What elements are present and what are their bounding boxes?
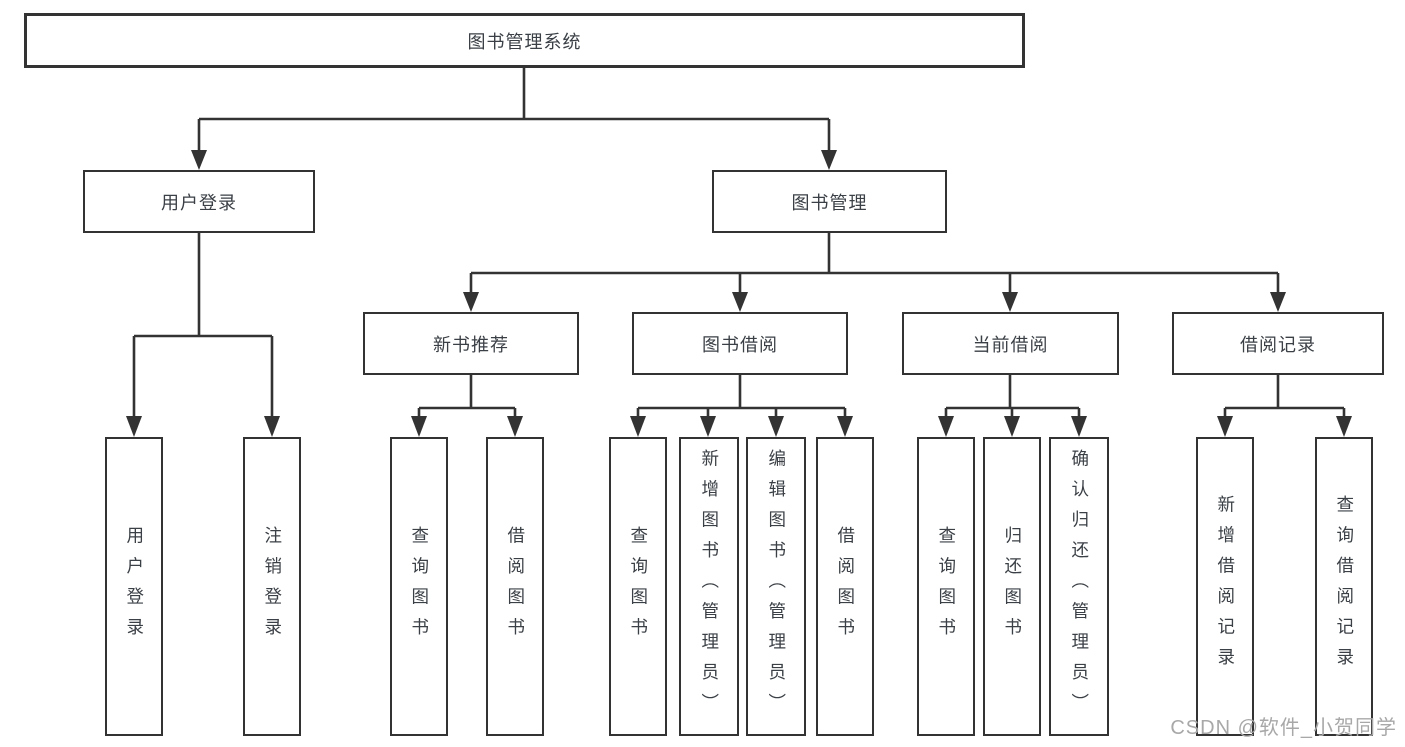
leaf-logout-login: 注销登录 <box>243 437 301 736</box>
node-book-management: 图书管理 <box>712 170 947 233</box>
leaf-current-query-books: 查询图书 <box>917 437 975 736</box>
leaf-newbooks-query-books: 查询图书 <box>390 437 448 736</box>
leaf-current-confirm-return-admin-label: 确认归还（管理员） <box>1069 449 1090 724</box>
leaf-borrow-query-books: 查询图书 <box>609 437 667 736</box>
node-user-login: 用户登录 <box>83 170 315 233</box>
leaf-borrow-edit-books-admin-label: 编辑图书（管理员） <box>766 449 787 724</box>
node-current-borrowing: 当前借阅 <box>902 312 1119 375</box>
node-book-borrowing: 图书借阅 <box>632 312 848 375</box>
leaf-borrow-add-books-admin: 新增图书（管理员） <box>679 437 739 736</box>
leaf-newbooks-borrow-books: 借阅图书 <box>486 437 544 736</box>
leaf-logout-login-label: 注销登录 <box>262 525 283 648</box>
csdn-watermark: CSDN @软件_小贺同学 <box>1170 717 1397 739</box>
leaf-current-query-books-label: 查询图书 <box>936 525 957 648</box>
leaf-current-return-books: 归还图书 <box>983 437 1041 736</box>
leaf-user-login: 用户登录 <box>105 437 163 736</box>
leaf-records-add-record: 新增借阅记录 <box>1196 437 1254 736</box>
leaf-records-query-record: 查询借阅记录 <box>1315 437 1373 736</box>
leaf-user-login-label: 用户登录 <box>124 525 145 648</box>
leaf-current-confirm-return-admin: 确认归还（管理员） <box>1049 437 1109 736</box>
leaf-borrow-query-books-label: 查询图书 <box>628 525 649 648</box>
leaf-borrow-add-books-admin-label: 新增图书（管理员） <box>699 449 720 724</box>
node-new-book-recommend: 新书推荐 <box>363 312 579 375</box>
node-library-management-system: 图书管理系统 <box>24 13 1025 68</box>
leaf-borrow-borrow-books: 借阅图书 <box>816 437 874 736</box>
leaf-newbooks-borrow-books-label: 借阅图书 <box>505 525 526 648</box>
leaf-newbooks-query-books-label: 查询图书 <box>409 525 430 648</box>
leaf-borrow-edit-books-admin: 编辑图书（管理员） <box>746 437 806 736</box>
leaf-current-return-books-label: 归还图书 <box>1002 525 1023 648</box>
leaf-records-add-record-label: 新增借阅记录 <box>1215 495 1236 678</box>
node-borrowing-records: 借阅记录 <box>1172 312 1384 375</box>
leaf-borrow-borrow-books-label: 借阅图书 <box>835 525 856 648</box>
leaf-records-query-record-label: 查询借阅记录 <box>1334 495 1355 678</box>
